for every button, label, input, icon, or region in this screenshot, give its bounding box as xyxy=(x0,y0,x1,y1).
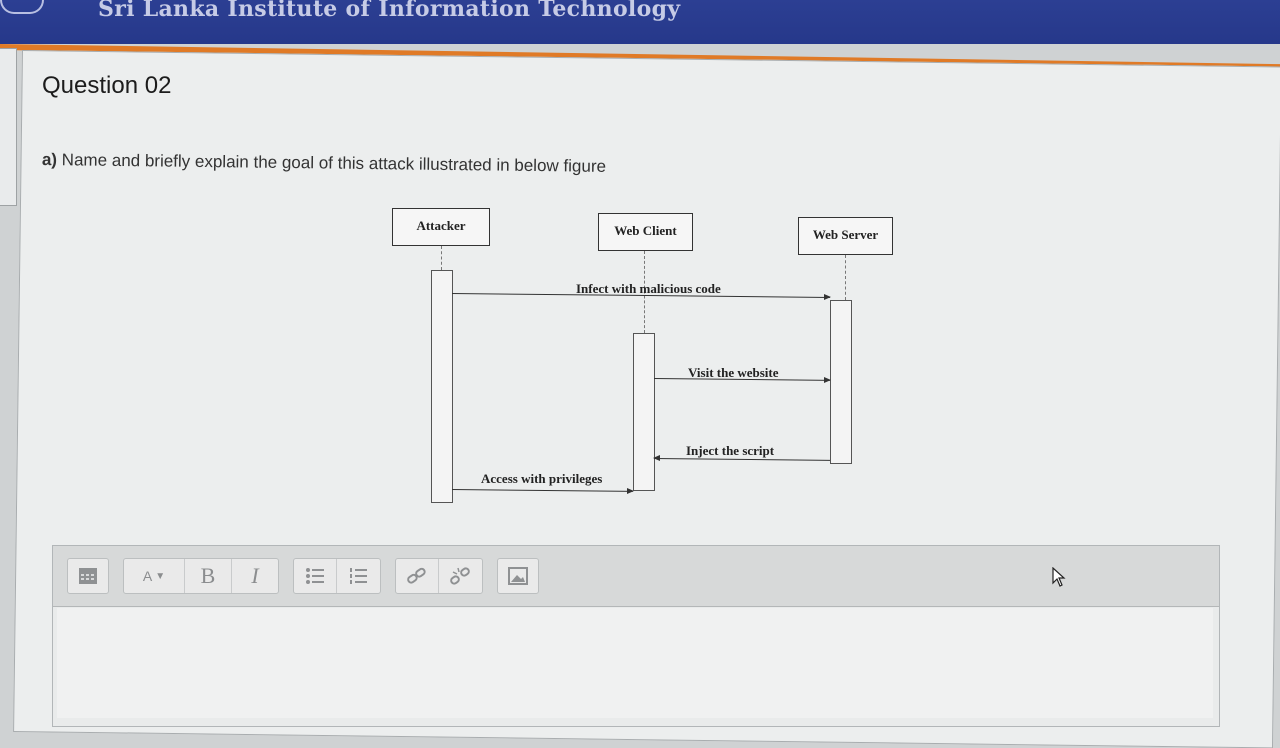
answer-editor: A▼ B I xyxy=(52,545,1220,727)
message-label-visit: Visit the website xyxy=(688,365,779,380)
image-icon[interactable] xyxy=(498,559,538,593)
editor-content-area[interactable] xyxy=(57,608,1213,718)
toolbar-group-links xyxy=(395,558,483,594)
toolbar-group-toggle xyxy=(67,558,109,594)
ordered-list-icon[interactable] xyxy=(336,559,379,593)
italic-icon[interactable]: I xyxy=(231,559,278,593)
message-label-infect: Infect with malicious code xyxy=(576,281,721,296)
message-label-access: Access with privileges xyxy=(481,471,603,486)
web-client-activation xyxy=(633,333,655,491)
toolbar-group-media xyxy=(497,558,539,594)
actor-attacker: Attacker xyxy=(392,208,490,246)
message-arrow-access xyxy=(451,489,633,492)
institute-logo xyxy=(0,0,44,14)
font-size-icon[interactable]: A▼ xyxy=(124,559,184,593)
attacker-lifeline xyxy=(441,246,442,270)
web-server-activation xyxy=(830,300,852,464)
mouse-pointer-icon xyxy=(1052,566,1066,592)
arrowhead-right xyxy=(824,377,831,383)
toolbar-group-lists xyxy=(293,558,381,594)
web-server-lifeline xyxy=(845,255,846,300)
message-label-inject: Inject the script xyxy=(686,443,775,458)
link-icon[interactable] xyxy=(396,559,438,593)
web-client-lifeline xyxy=(644,251,645,333)
arrowhead-right xyxy=(627,488,634,494)
question-part-label: a) xyxy=(41,150,58,170)
actor-web-server: Web Server xyxy=(798,217,893,255)
side-panel-tab[interactable] xyxy=(0,48,17,206)
arrowhead-left xyxy=(653,455,660,461)
unordered-list-icon[interactable] xyxy=(294,559,336,593)
site-title: Sri Lanka Institute of Information Techn… xyxy=(98,0,681,22)
toolbar-group-format: A▼ B I xyxy=(123,558,279,594)
arrowhead-right xyxy=(824,294,831,300)
bold-icon[interactable]: B xyxy=(184,559,231,593)
question-title: Question 02 xyxy=(42,72,172,99)
unlink-icon[interactable] xyxy=(438,559,481,593)
sequence-diagram: Attacker Web Client Web Server Infect wi… xyxy=(380,200,900,510)
toolbar-toggle-icon[interactable] xyxy=(68,559,108,593)
dropdown-caret-icon: ▼ xyxy=(155,570,166,582)
editor-toolbar: A▼ B I xyxy=(53,546,1219,607)
actor-web-client: Web Client xyxy=(598,213,693,251)
site-header: Sri Lanka Institute of Information Techn… xyxy=(0,0,1280,71)
font-size-glyph: A xyxy=(142,568,153,584)
attacker-activation xyxy=(431,270,453,503)
